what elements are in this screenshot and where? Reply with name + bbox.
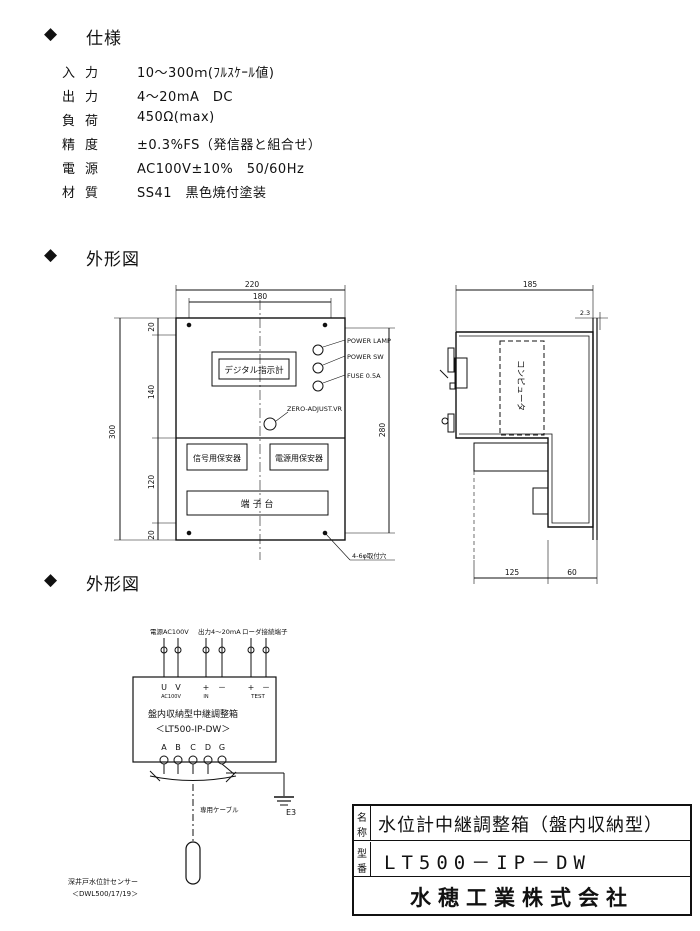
terminal-test-minus: － (262, 683, 270, 692)
display-label: デジタル指示計 (224, 365, 284, 376)
dim-label: 180 (253, 292, 268, 301)
dim-label: 140 (147, 385, 156, 400)
spec-label: 精度 (62, 138, 109, 153)
spec-label: 電源 (62, 162, 109, 177)
terminal-test: TEST (250, 694, 265, 700)
outline1-title: 外形図 (86, 250, 140, 270)
spec-value: AC100V±10% 50/60Hz (137, 162, 305, 177)
section-bullet: ◆ (44, 245, 59, 265)
section-bullet: ◆ (44, 24, 59, 44)
terminal-in-plus: + (203, 683, 210, 692)
terminal-ac100v: AC100V (161, 694, 181, 700)
dim-label: 20 (147, 530, 156, 540)
terminal-block-label: 端 子 台 (241, 498, 274, 510)
box-title: 盤内収納型中継調整箱 (148, 708, 238, 720)
dim-label: 300 (108, 425, 117, 440)
name-tag: 名 (357, 813, 367, 824)
terminal-v: V (175, 683, 181, 692)
product-name: 水位計中継調整箱（盤内収納型） (378, 815, 663, 836)
terminal-test-plus: + (248, 683, 255, 692)
spec-value: 450Ω(max) (137, 110, 215, 125)
terminal-d: D (205, 743, 211, 752)
output-terminal-label: 出力4～20mA (198, 627, 241, 636)
power-sw-label: POWER SW (347, 353, 384, 361)
name-tag: 称 (357, 828, 367, 839)
power-terminal-label: 電源AC100V (150, 627, 189, 636)
sensor-model: ＜DWL500/17/19＞ (72, 890, 138, 898)
terminal-c: C (190, 743, 196, 752)
company-name: 水穂工業株式会社 (410, 886, 634, 910)
spec-label: 負荷 (62, 114, 109, 129)
dim-label: 220 (245, 280, 260, 289)
protector-signal-label: 信号用保安器 (193, 453, 241, 463)
terminal-u: U (161, 683, 167, 692)
spec-label: 入力 (62, 66, 109, 81)
spec-label: 出力 (62, 90, 109, 105)
spec-value: SS41 黒色焼付塗装 (137, 186, 267, 201)
fuse-label: FUSE 0.5A (347, 372, 381, 380)
power-lamp-label: POWER LAMP (347, 337, 391, 345)
spec-value: 4～20mA DC (137, 90, 233, 105)
cable-label: 専用ケーブル (200, 805, 239, 814)
terminal-in-minus: － (218, 683, 226, 692)
earth-label: E3 (286, 808, 296, 817)
spec-label: 材質 (62, 186, 109, 201)
mounting-holes-label: 4-6φ取付穴 (352, 551, 387, 560)
box-model: ＜LT500-IP-DW＞ (156, 725, 231, 735)
spec-value: ±0.3%FS（発信器と組合せ） (137, 138, 322, 153)
side-view (439, 285, 608, 584)
sensor-name: 深井戸水位計センサー (68, 877, 138, 886)
title-block: 名 称 水位計中継調整箱（盤内収納型） 型 番 LT500－IP－DW 水穂工業… (352, 804, 692, 916)
front-view (114, 285, 395, 561)
dim-label: 2.3 (580, 309, 590, 317)
zero-adjust-label: ZERO-ADJUST.VR (287, 405, 343, 413)
terminal-in: IN (203, 694, 208, 700)
protector-power-label: 電源用保安器 (275, 453, 323, 463)
computer-label: コンピュータ (515, 360, 525, 411)
model-number: LT500－IP－DW (384, 852, 591, 874)
dim-label: 125 (505, 568, 520, 577)
dim-label: 20 (147, 322, 156, 332)
outline2-title: 外形図 (86, 575, 140, 595)
section-bullet: ◆ (44, 570, 59, 590)
spec-value: 10～300ｍ(ﾌﾙｽｹｰﾙ値) (137, 66, 275, 81)
type-tag: 番 (357, 864, 367, 875)
dim-label: 280 (378, 423, 387, 438)
dim-label: 60 (567, 568, 577, 577)
terminal-a: A (161, 743, 167, 752)
dim-label: 120 (147, 475, 156, 490)
logger-terminal-label: ローダ接続端子 (242, 627, 288, 636)
wiring-diagram (132, 638, 294, 885)
dim-label: 185 (523, 280, 538, 289)
spec-title: 仕様 (86, 29, 122, 49)
type-tag: 型 (357, 849, 367, 860)
terminal-g: G (219, 743, 225, 752)
terminal-b: B (175, 743, 181, 752)
